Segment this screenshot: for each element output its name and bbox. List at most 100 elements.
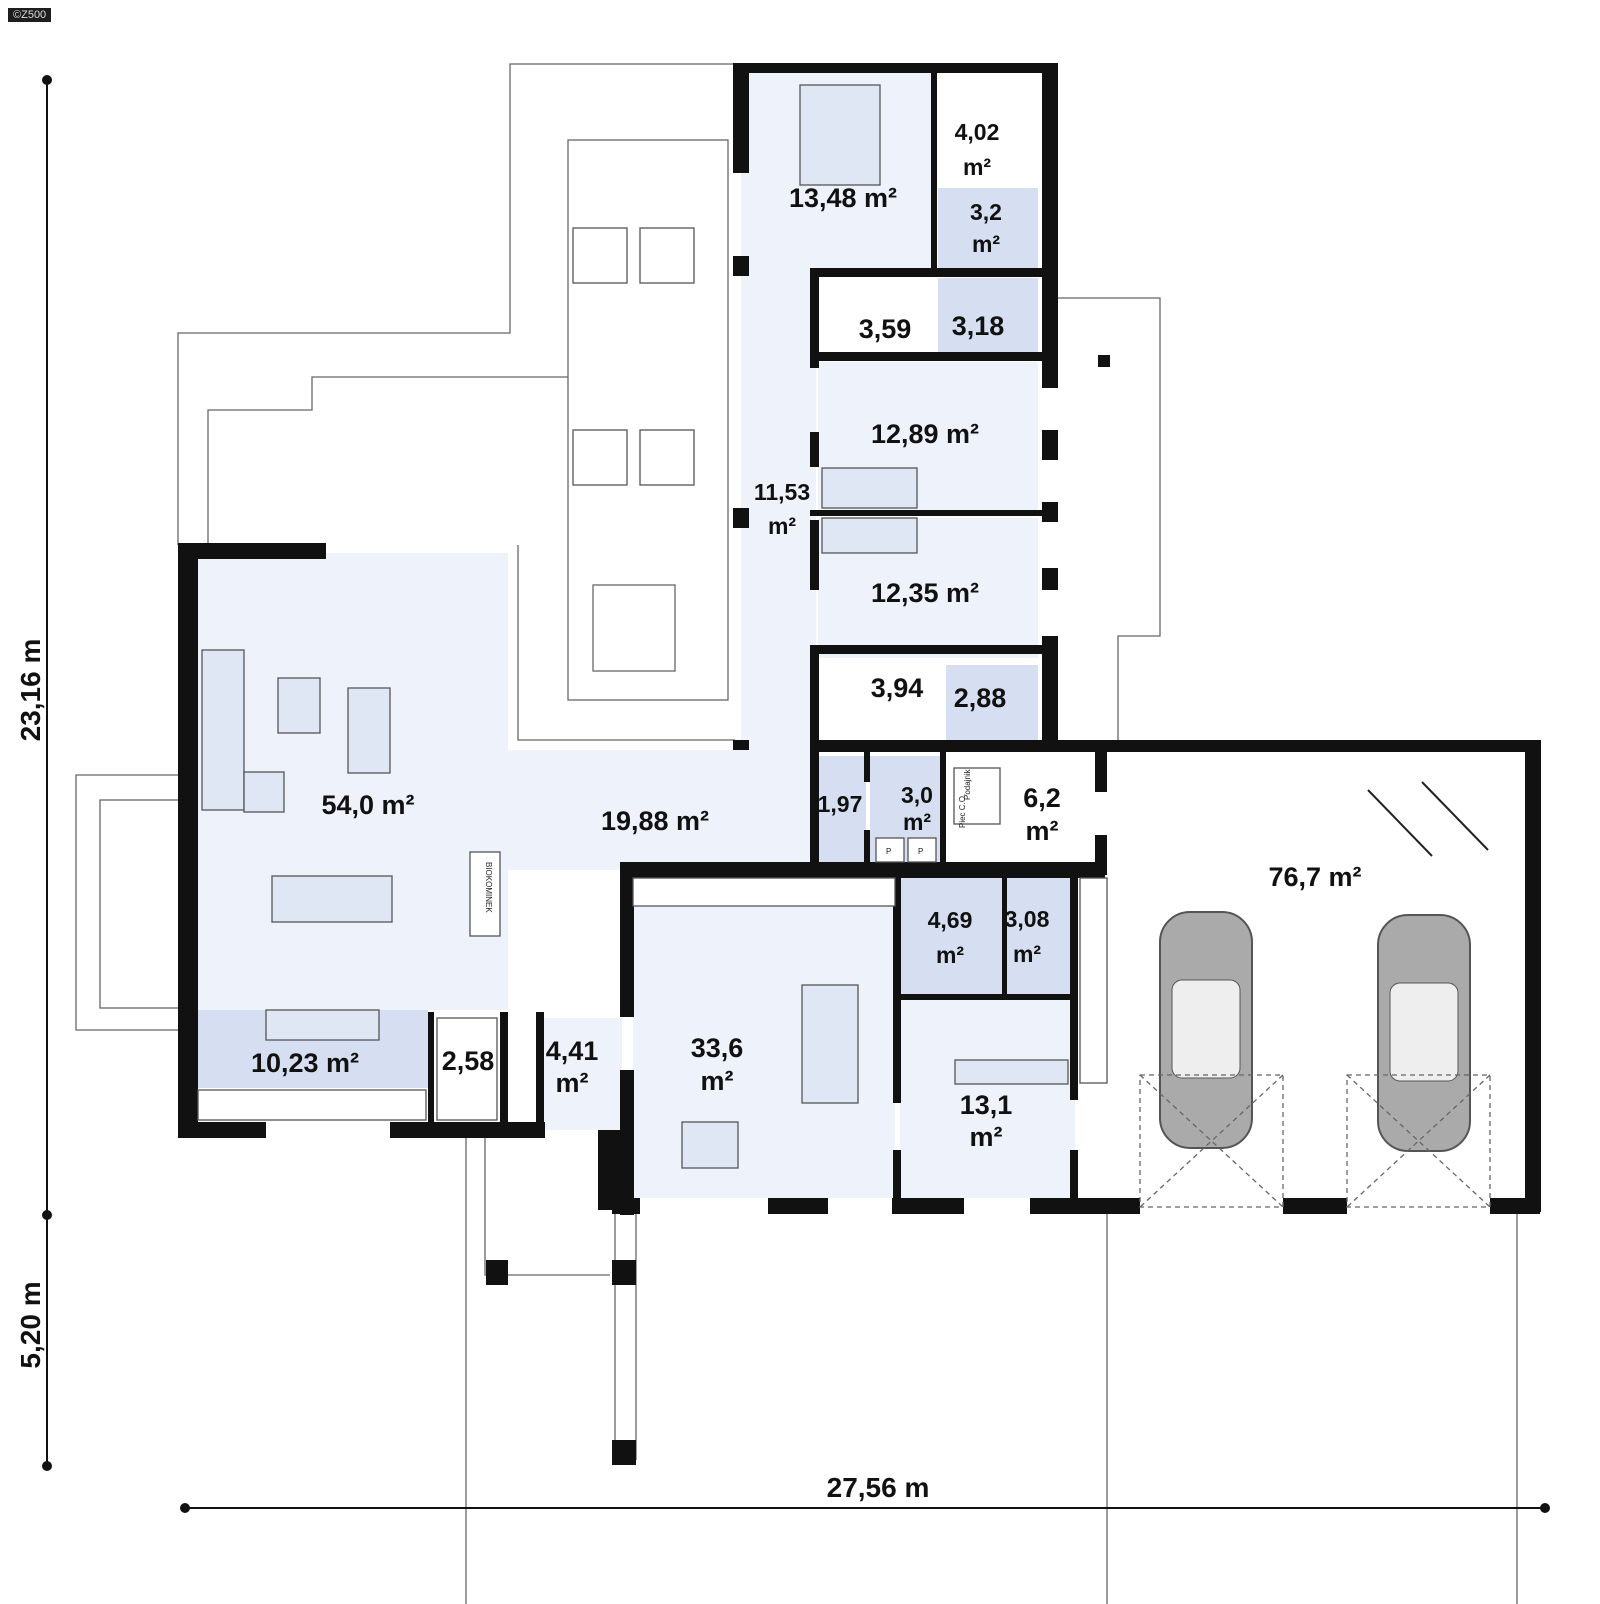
wall (536, 1012, 544, 1138)
room-area-unit: m² (701, 1066, 734, 1096)
wall (768, 1198, 828, 1214)
wall (810, 520, 819, 590)
room-fill (508, 750, 818, 870)
wall (178, 543, 198, 1138)
furniture (197, 84, 1108, 1169)
wall (733, 508, 749, 528)
wall (1042, 63, 1058, 388)
furniture-item (201, 649, 245, 811)
room-area-bedroom-3: 12,35 m² (871, 578, 979, 608)
room-area-unit: m² (1026, 816, 1059, 846)
room-area-laundry: 3,0 (901, 782, 933, 808)
room-area-bedroom-2: 12,89 m² (871, 419, 979, 449)
fixture-item (907, 837, 937, 863)
wall (810, 645, 819, 865)
feeder-label: Podajnik (963, 768, 972, 800)
wall (620, 862, 634, 1017)
wall (733, 740, 749, 750)
room-area-unit: m² (970, 1122, 1003, 1152)
wall (892, 1198, 964, 1214)
wall (1283, 1198, 1347, 1214)
wall (612, 1440, 636, 1465)
wall (1070, 1150, 1078, 1210)
fixture-item (953, 767, 1001, 825)
wall (893, 1150, 901, 1210)
fixture-item (572, 227, 628, 284)
height-dimension: 23,16 m (15, 639, 46, 742)
wall (620, 862, 1105, 878)
parking-spaces (1139, 1074, 1491, 1208)
wall (1070, 878, 1078, 1100)
room-area-bathroom-master: 3,2 (970, 199, 1002, 225)
wall (1525, 740, 1541, 1212)
room-area-office-2: 13,1 (960, 1090, 1013, 1120)
room-fill (938, 73, 1038, 183)
room-fill (540, 1018, 622, 1130)
room-area-bathroom-office: 4,69 (928, 907, 973, 933)
walls (178, 63, 1541, 1465)
wall (940, 752, 946, 864)
room-area-vestibule: 4,41 (546, 1036, 599, 1066)
room-fill (938, 188, 1038, 270)
fixture-item (632, 877, 896, 907)
fixture-item (875, 837, 905, 863)
room-fill (938, 278, 1038, 356)
bicycle-icon (1367, 781, 1489, 857)
wall (900, 994, 1075, 1000)
room-area-kitchen: 10,23 m² (251, 1048, 359, 1078)
wall (620, 1070, 634, 1215)
wall (864, 830, 870, 865)
room-area-unit: m² (556, 1068, 589, 1098)
room-fill (741, 265, 816, 750)
furniture-item (801, 984, 859, 1104)
wall (612, 1260, 636, 1285)
dimension-lines: 23,16 m 5,20 m 27,56 m (15, 75, 1550, 1513)
room-area-bathroom-office-2: 3,08 (1005, 906, 1050, 932)
room-area-living-room: 54,0 m² (321, 790, 414, 820)
wall (612, 1198, 640, 1214)
room-area-pantry: 2,58 (442, 1046, 495, 1076)
wall (486, 1260, 508, 1285)
furniture-item (271, 875, 393, 923)
wall (864, 752, 870, 782)
porch-dimension: 5,20 m (15, 1281, 46, 1368)
fixture-item (197, 1089, 427, 1121)
wall (1095, 752, 1107, 792)
fireplace-label: BIOKOMINEK (484, 862, 493, 913)
room-area-unit: m² (903, 809, 931, 835)
furniture-item (821, 517, 918, 554)
cars (1139, 781, 1491, 1208)
fixture-item (436, 1017, 498, 1121)
wall (1490, 1198, 1540, 1214)
room-fill (900, 878, 1002, 996)
wall (598, 1130, 620, 1210)
wall (1042, 568, 1058, 590)
room-area-wardrobe-master: 4,02 (955, 119, 1000, 145)
wall (810, 352, 1042, 361)
room-area-bathroom-2: 3,18 (952, 311, 1005, 341)
room-fill (818, 756, 866, 864)
room-area-wc: 1,97 (818, 791, 863, 817)
furniture-item (954, 1059, 1069, 1085)
wall (733, 63, 749, 173)
p-label: P (886, 847, 891, 856)
width-dimension: 27,56 m (827, 1472, 930, 1503)
boiler-label: Piec C.O. (958, 794, 967, 828)
furniture-item (277, 677, 321, 734)
fixture-item (639, 227, 695, 284)
room-area-unit: m² (936, 942, 964, 968)
wall (500, 1012, 508, 1130)
wall (428, 1012, 434, 1130)
wall (810, 645, 1042, 654)
room-area-bathroom-3: 2,88 (954, 683, 1007, 713)
terrace-outlines (75, 63, 1518, 1604)
p-label: P (918, 847, 923, 856)
furniture-item (821, 467, 918, 509)
furniture-item (243, 771, 285, 813)
fixture-item (639, 429, 695, 486)
wall (810, 432, 819, 467)
wall (390, 1122, 545, 1138)
room-area-unit: m² (768, 513, 796, 539)
wall (893, 878, 901, 1103)
